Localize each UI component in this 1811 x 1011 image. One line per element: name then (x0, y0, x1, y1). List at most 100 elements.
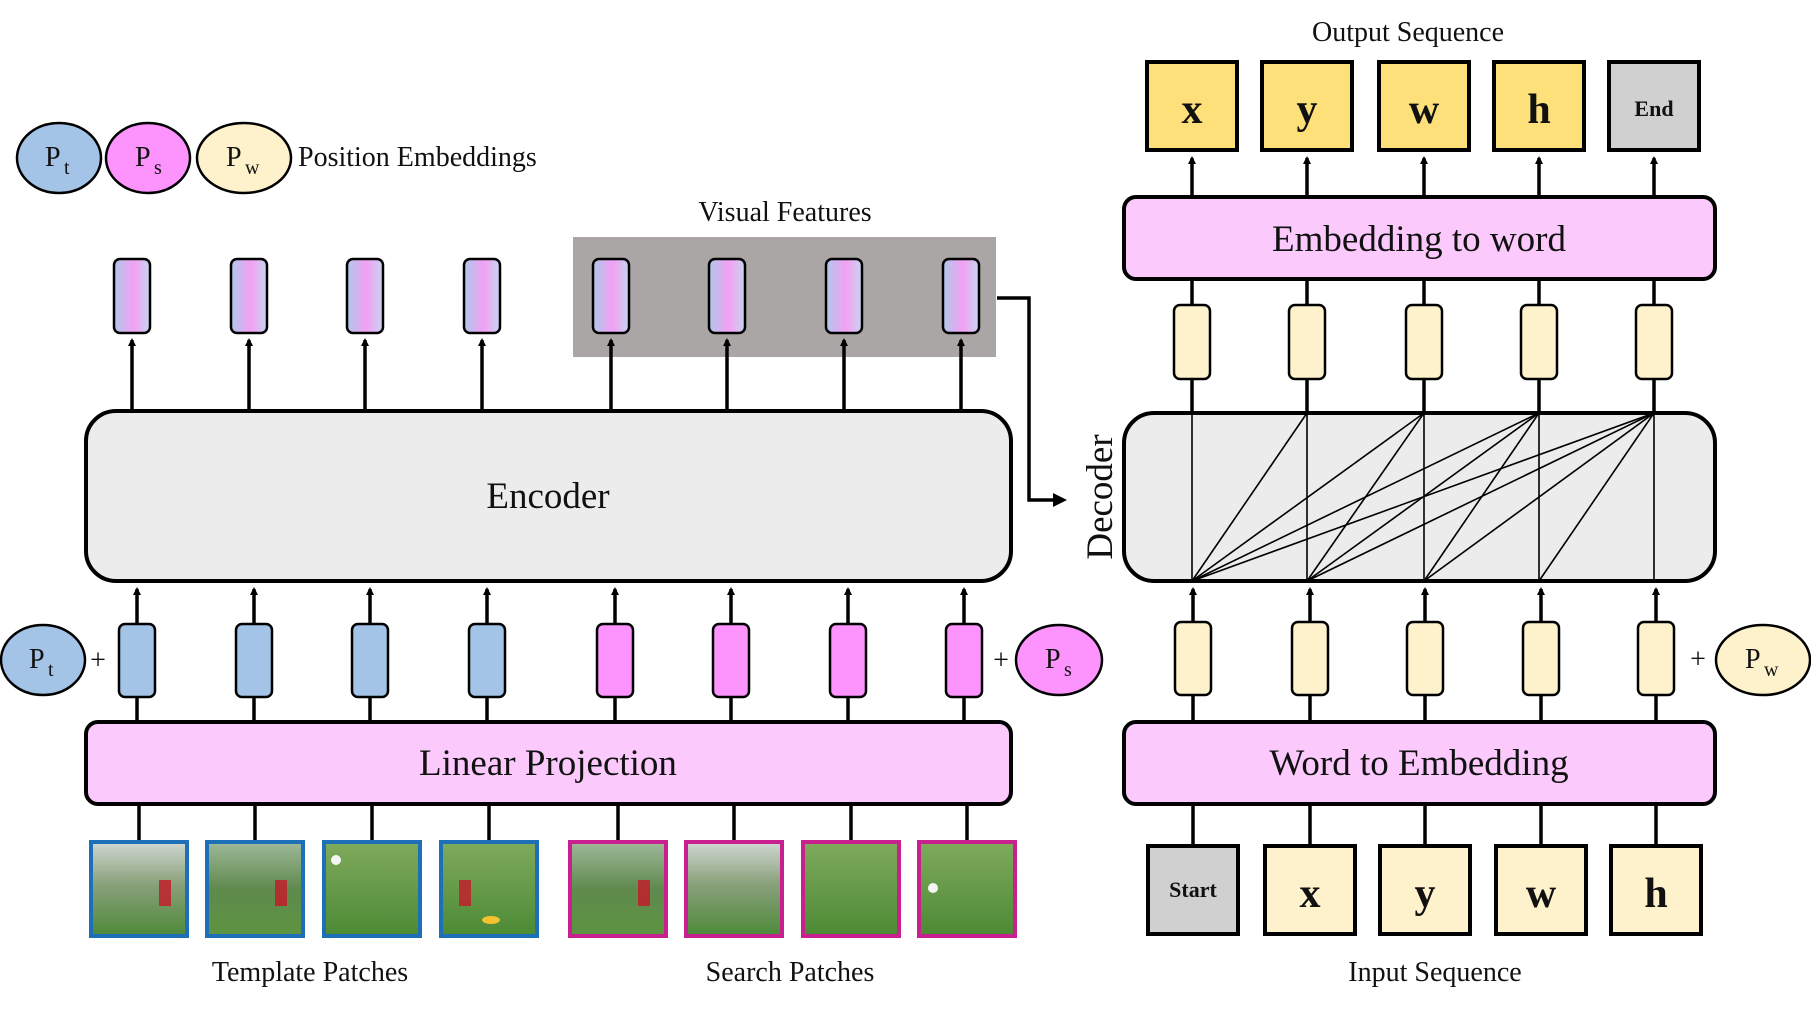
attention-line (1538, 412, 1655, 582)
pw-side-sub: w (1764, 659, 1779, 681)
encoder-label: Encoder (486, 476, 609, 517)
pw-legend-sub: w (245, 157, 260, 179)
decoder-input-token (1290, 620, 1330, 697)
attention-line (1423, 412, 1655, 582)
pt-legend-ellipse: P t (15, 121, 103, 195)
output-token-label: h (1527, 87, 1550, 133)
decoder-input-embeddings (1173, 587, 1676, 722)
decoder-label: Decoder (1080, 434, 1121, 559)
input-token-label: h (1644, 871, 1667, 917)
encoder-output-features (112, 257, 981, 410)
input-token-label: x (1300, 871, 1321, 917)
search-embedding-token (828, 622, 868, 699)
ps-plus: + (993, 645, 1009, 676)
search-patches-label: Search Patches (706, 957, 875, 988)
pw-side-ellipse: P w (1714, 623, 1811, 697)
template-patch-image (89, 840, 189, 938)
pw-side-main: P (1745, 644, 1761, 675)
template-embedding-token (350, 622, 390, 699)
attention-line (1191, 412, 1540, 582)
ps-legend-ellipse: P s (104, 121, 192, 195)
word-to-embedding-label: Word to Embedding (1269, 743, 1568, 784)
input-sequence-tokens: Start x y w h (1146, 804, 1703, 936)
cone-figure (482, 916, 500, 924)
attention-line (1191, 412, 1655, 582)
search-embedding-token (595, 622, 635, 699)
linear-projection-label: Linear Projection (419, 743, 677, 784)
pt-side-main: P (29, 644, 45, 675)
search-embedding-token (944, 622, 984, 699)
embedding-to-word-label: Embedding to word (1272, 219, 1566, 260)
search-patch-image (801, 840, 901, 938)
template-patch-image (205, 840, 305, 938)
input-token-h (1609, 844, 1703, 936)
ps-side-main: P (1045, 644, 1061, 675)
input-token-label: Start (1169, 877, 1217, 902)
attention-line (1306, 412, 1655, 582)
visual-features-label: Visual Features (698, 197, 871, 228)
visual-feature-token (941, 257, 981, 335)
search-patch-image (568, 840, 668, 938)
attention-line (1191, 412, 1425, 582)
visual-feature-token (707, 257, 747, 335)
pt-side-ellipse: P t (0, 623, 87, 697)
attention-line (1191, 412, 1308, 582)
causal-attention-lines (1191, 412, 1655, 582)
visual-feature-token (229, 257, 269, 335)
template-patches-label: Template Patches (212, 957, 408, 988)
pw-plus: + (1690, 644, 1706, 675)
visual-features-to-decoder-arrow (997, 296, 1067, 507)
player-figure (638, 880, 650, 906)
output-token-label: w (1409, 87, 1440, 133)
position-embeddings-label: Position Embeddings (298, 142, 537, 173)
pw-legend-ellipse: P w (195, 121, 293, 195)
ball-figure (331, 855, 341, 865)
decoder-output-token (1172, 303, 1212, 381)
input-token-label: w (1526, 871, 1557, 917)
input-token-label: y (1415, 871, 1436, 917)
ps-legend-sub: s (154, 157, 162, 179)
pt-plus: + (90, 645, 106, 676)
ps-legend-main: P (135, 142, 151, 173)
decoder-output-embeddings (1172, 279, 1674, 413)
image-patches (89, 804, 1017, 938)
linear-projection-box (84, 720, 1013, 806)
decoder-input-token (1173, 620, 1213, 697)
encoder-box (84, 409, 1013, 583)
template-embedding-token (467, 622, 507, 699)
visual-feature-token (112, 257, 152, 335)
output-token-label: x (1182, 87, 1203, 133)
template-embedding-token (234, 622, 274, 699)
pt-side-sub: t (48, 659, 54, 681)
output-token-h (1492, 60, 1586, 152)
decoder-output-token (1634, 303, 1674, 381)
input-sequence-label: Input Sequence (1348, 957, 1521, 988)
decoder-input-token (1405, 620, 1445, 697)
decoder-input-token (1636, 620, 1676, 697)
template-embedding-token (117, 622, 157, 699)
output-token-y (1260, 60, 1354, 152)
pt-legend-main: P (45, 142, 61, 173)
input-token-x (1263, 844, 1357, 936)
output-sequence-label: Output Sequence (1312, 17, 1504, 48)
input-token-start (1146, 844, 1240, 936)
decoder-input-token (1521, 620, 1561, 697)
decoder-output-token (1519, 303, 1559, 381)
input-token-y (1378, 844, 1472, 936)
word-to-embedding-box (1122, 720, 1717, 806)
pt-legend-sub: t (64, 157, 70, 179)
visual-feature-token (591, 257, 631, 335)
visual-feature-token (462, 257, 502, 335)
player-figure (459, 880, 471, 906)
decoder-output-token (1287, 303, 1327, 381)
pw-legend-main: P (226, 142, 242, 173)
player-figure (159, 880, 171, 906)
input-token-w (1494, 844, 1588, 936)
visual-feature-token (345, 257, 385, 335)
ps-side-sub: s (1064, 659, 1072, 681)
ball-figure (928, 883, 938, 893)
output-token-w (1377, 60, 1471, 152)
visual-feature-token (824, 257, 864, 335)
